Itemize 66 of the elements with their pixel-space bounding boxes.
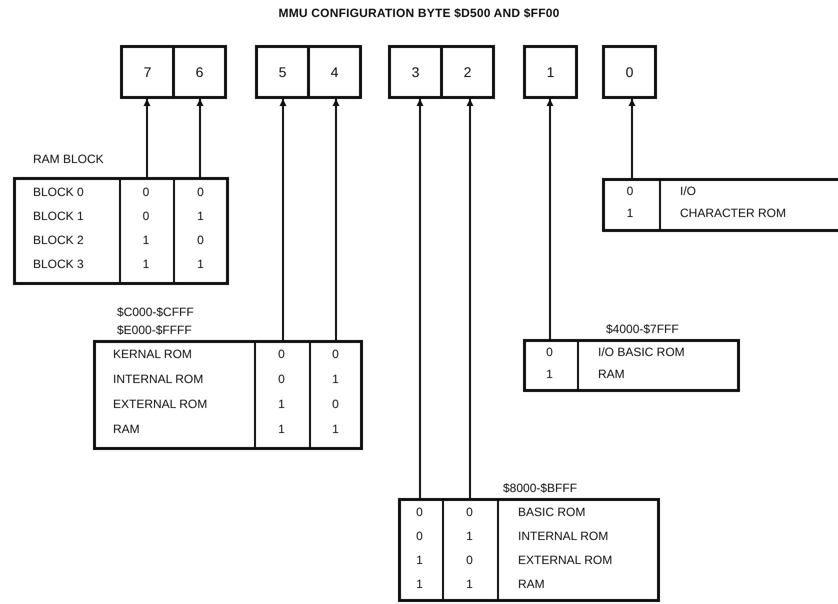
bit-value: 1 — [465, 529, 474, 543]
address-range-heading: RAM BLOCK — [33, 151, 105, 168]
bit-number-box: 6 — [172, 45, 227, 99]
bit-value: 0 — [465, 553, 474, 567]
bit-value: 1 — [545, 367, 554, 381]
memory-option-text: INTERNAL ROM — [113, 372, 204, 386]
arrow — [332, 99, 340, 340]
memory-option-text: I/O BASIC ROM — [598, 345, 685, 359]
bit-value: 1 — [331, 422, 340, 436]
bit-value: 1 — [277, 422, 286, 436]
bit-value: 1 — [196, 257, 205, 271]
bit-value: 0 — [331, 347, 340, 361]
bit-value: 1 — [465, 577, 474, 591]
bit-value: 0 — [196, 185, 205, 199]
memory-option-text: CHARACTER ROM — [680, 206, 786, 220]
bit-value: 0 — [196, 233, 205, 247]
bit-number-box: 1 — [523, 45, 578, 99]
bit-value: 1 — [626, 206, 634, 220]
bit-value: 1 — [142, 257, 150, 271]
bit-value: 0 — [626, 184, 634, 198]
memory-option-text: EXTERNAL ROM — [518, 553, 612, 567]
address-range-heading: $4000-$7FFF — [606, 321, 680, 338]
bit-value: 0 — [142, 209, 150, 223]
bit-setting-table — [602, 178, 838, 232]
memory-option-text: BLOCK 3 — [33, 257, 84, 271]
bit-number-box: 4 — [307, 45, 362, 99]
bit-value: 0 — [545, 345, 554, 359]
bit-value: 1 — [277, 397, 286, 411]
arrow — [196, 99, 204, 177]
bit-value: 0 — [415, 505, 424, 519]
bit-value: 0 — [142, 185, 150, 199]
bit-value: 1 — [415, 553, 424, 567]
bit-value: 0 — [277, 372, 286, 386]
bit-value: 0 — [415, 529, 424, 543]
memory-option-text: I/O — [680, 184, 696, 198]
memory-option-text: BLOCK 2 — [33, 233, 84, 247]
address-range-heading: $8000-$BFFF — [503, 480, 578, 497]
memory-option-text: RAM — [598, 367, 625, 381]
bit-value: 0 — [277, 347, 286, 361]
bit-value: 1 — [196, 209, 205, 223]
bit-number-box: 7 — [120, 45, 175, 99]
bit-value: 1 — [415, 577, 424, 591]
memory-option-text: BASIC ROM — [518, 505, 586, 519]
memory-option-text: EXTERNAL ROM — [113, 397, 208, 411]
address-range-heading: $C000-$CFFF $E000-$FFFF — [117, 304, 195, 339]
bit-value: 0 — [331, 397, 340, 411]
arrow — [144, 99, 150, 177]
arrow — [546, 99, 554, 339]
bit-number-box: 2 — [440, 45, 495, 99]
bit-value: 0 — [465, 505, 474, 519]
memory-option-text: INTERNAL ROM — [518, 529, 608, 543]
arrow — [416, 99, 424, 498]
arrow — [628, 99, 636, 178]
memory-option-text: BLOCK 0 — [33, 185, 84, 199]
bit-number-box: 3 — [388, 45, 443, 99]
memory-option-text: RAM — [518, 577, 545, 591]
bit-number-box: 0 — [602, 45, 657, 99]
arrow — [280, 99, 286, 340]
bit-value: 1 — [142, 233, 150, 247]
arrow — [466, 99, 474, 498]
bit-value: 1 — [331, 372, 340, 386]
memory-option-text: BLOCK 1 — [33, 209, 84, 223]
memory-option-text: KERNAL ROM — [113, 347, 192, 361]
memory-option-text: RAM — [113, 422, 140, 436]
bit-number-box: 5 — [255, 45, 310, 99]
diagram-title: MMU CONFIGURATION BYTE $D500 AND $FF00 — [278, 6, 560, 20]
